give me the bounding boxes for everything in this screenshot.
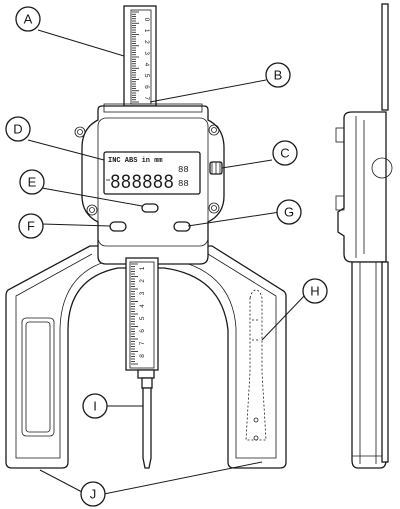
scale-digit: 1 (143, 29, 150, 33)
button-g[interactable] (173, 221, 191, 232)
callout-d: D (5, 116, 31, 142)
svg-text:F: F (27, 219, 35, 234)
upper-ruler: 0 1 2 3 4 5 6 7 (123, 5, 157, 107)
callout-c: C (272, 140, 298, 166)
left-pad-recess (21, 317, 55, 437)
scale-digit: 6 (143, 85, 150, 89)
depth-probe (141, 377, 153, 469)
lcd-display: INC ABS in mm 888888 88 88 (103, 151, 201, 195)
svg-text:C: C (280, 146, 289, 161)
scale-digit: 3 (139, 291, 146, 295)
side-view (335, 3, 393, 469)
scale-digit: 0 (143, 18, 150, 22)
callout-g: G (276, 199, 302, 225)
callout-i: I (82, 393, 108, 419)
scale-digit: 4 (143, 63, 150, 67)
scale-digit: 5 (143, 74, 150, 78)
callout-b: B (265, 62, 291, 88)
lcd-small-digits-top: 88 (178, 165, 189, 175)
front-view: 0 1 2 3 4 5 6 7 (5, 5, 287, 469)
callout-j: J (80, 481, 106, 507)
svg-text:G: G (284, 205, 294, 220)
button-f[interactable] (109, 221, 127, 232)
scale-digit: 8 (139, 354, 146, 358)
callout-h: H (302, 278, 328, 304)
callouts: A B C D E F G H I J (5, 6, 328, 507)
pointer-slot (245, 289, 267, 441)
svg-text:A: A (24, 12, 33, 27)
svg-text:I: I (93, 399, 97, 414)
scale-digit: 7 (139, 341, 146, 345)
scale-digit: 6 (139, 329, 146, 333)
callout-f: F (18, 213, 44, 239)
lcd-small-digits-bottom: 88 (178, 179, 189, 189)
svg-text:H: H (310, 284, 319, 299)
scale-digit: 5 (139, 316, 146, 320)
svg-text:J: J (90, 487, 97, 502)
scale-digit: 2 (139, 279, 146, 283)
svg-text:E: E (28, 175, 37, 190)
scale-digit: 4 (139, 304, 146, 308)
scale-digit: 2 (143, 40, 150, 44)
scale-digit: 7 (143, 96, 150, 100)
svg-text:D: D (13, 122, 22, 137)
gauge-base-outer (5, 245, 287, 469)
button-e[interactable] (141, 203, 159, 213)
scale-digit: 1 (139, 266, 146, 270)
lcd-indicators: INC ABS in mm (108, 157, 163, 165)
callout-a: A (15, 6, 41, 32)
svg-text:B: B (274, 68, 283, 83)
lcd-main-digits: 888888 (110, 172, 174, 195)
scale-digit: 3 (143, 51, 150, 55)
lower-ruler: 1 2 3 4 5 6 7 8 (125, 257, 159, 379)
callout-e: E (19, 169, 45, 195)
